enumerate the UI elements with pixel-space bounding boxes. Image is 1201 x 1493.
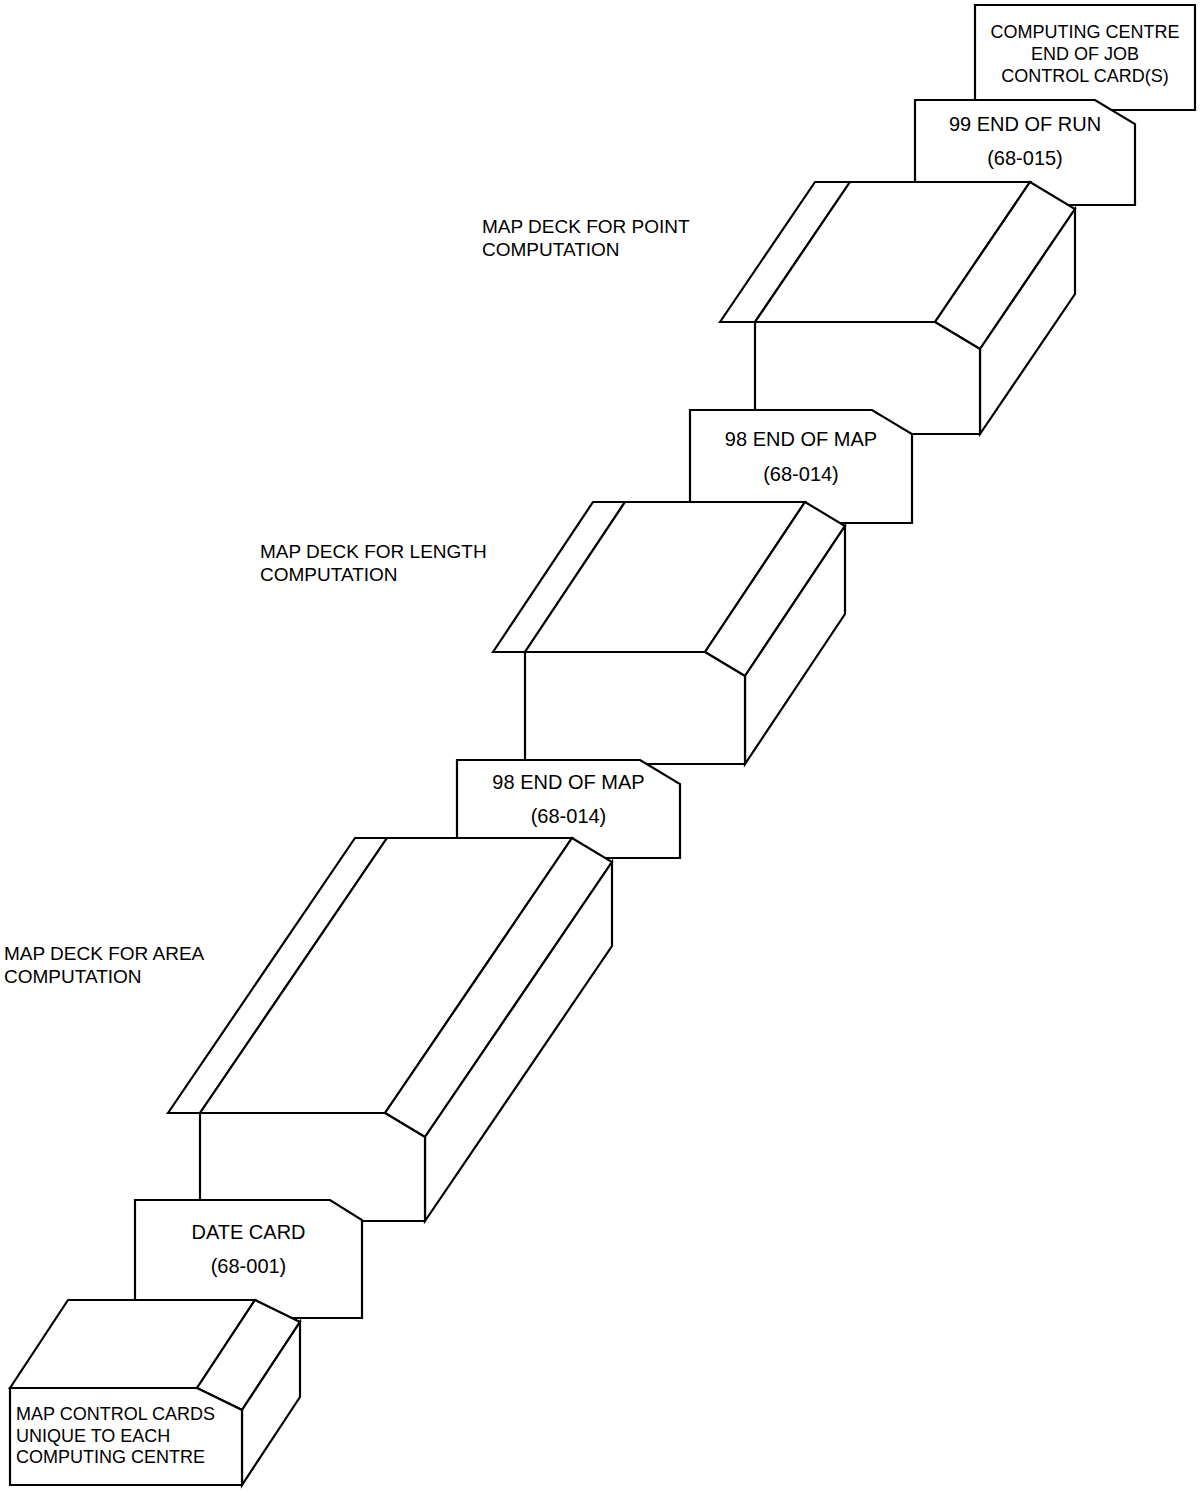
card-text: (68-014) (531, 804, 607, 828)
deck-side (745, 526, 845, 764)
deck-caption-text: MAP DECK FOR AREA COMPUTATION (4, 942, 244, 988)
deck-caption: MAP DECK FOR LENGTH COMPUTATION (260, 540, 520, 586)
card-deck: MAP CONTROL CARDS UNIQUE TO EACH COMPUTI… (10, 1388, 242, 1485)
deck-caption-text: MAP DECK FOR POINT COMPUTATION (482, 215, 742, 261)
deck-side (242, 1322, 300, 1485)
card-text: (68-014) (763, 462, 839, 486)
punched-card: 98 END OF MAP (68-014) (690, 410, 912, 503)
deck-caption: MAP DECK FOR AREA COMPUTATION (4, 942, 244, 988)
card-text: (68-001) (211, 1254, 287, 1278)
punched-card: COMPUTING CENTRE END OF JOB CONTROL CARD… (975, 5, 1195, 105)
punched-card: 98 END OF MAP (68-014) (457, 760, 680, 838)
card-outline (975, 5, 1195, 110)
card-text: COMPUTING CENTRE END OF JOB CONTROL CARD… (987, 22, 1183, 88)
card-text: 98 END OF MAP (725, 427, 877, 451)
deck-side (425, 862, 612, 1221)
card-text: MAP CONTROL CARDS UNIQUE TO EACH COMPUTI… (16, 1404, 236, 1470)
deck-caption: MAP DECK FOR POINT COMPUTATION (482, 215, 742, 261)
deck-front (525, 652, 745, 764)
card-text: (68-015) (987, 146, 1063, 170)
card-text: DATE CARD (191, 1220, 305, 1244)
deck-caption-text: MAP DECK FOR LENGTH COMPUTATION (260, 540, 520, 586)
card-text: 98 END OF MAP (492, 770, 644, 794)
punched-card: DATE CARD (68-001) (135, 1200, 362, 1298)
card-text: 99 END OF RUN (949, 112, 1101, 136)
punched-card: 99 END OF RUN (68-015) (915, 100, 1135, 182)
deck-front (10, 1388, 242, 1485)
deck-side (980, 209, 1075, 434)
